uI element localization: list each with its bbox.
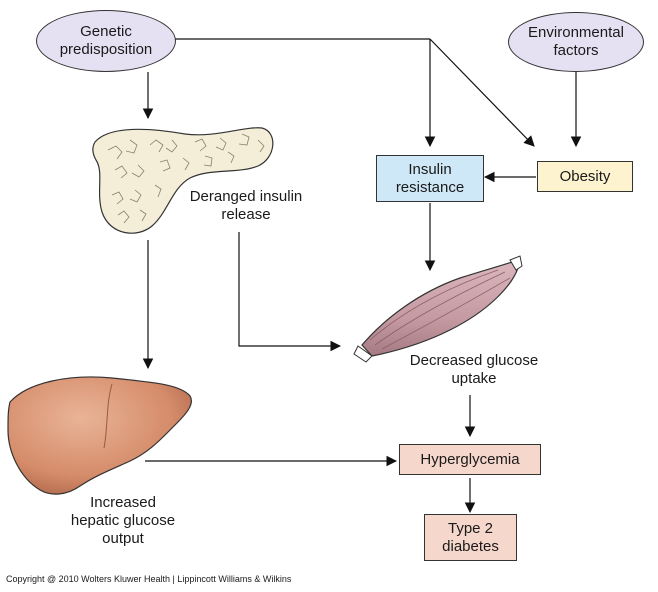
node-obesity: Obesity	[537, 161, 633, 192]
hepatic-line-3: output	[102, 530, 144, 547]
label-decreased-glucose-uptake: Decreased glucose uptake	[394, 352, 554, 388]
node-environmental-factors: Environmental factors	[508, 12, 644, 72]
deranged-line-1: Deranged insulin	[189, 188, 303, 205]
decreased-line-1: Decreased glucose	[409, 352, 539, 369]
hyperglycemia-label: Hyperglycemia	[420, 450, 520, 468]
arrow-release-to-muscle	[238, 232, 342, 352]
deranged-line-2: release	[221, 206, 271, 223]
node-type-2-diabetes: Type 2 diabetes	[424, 514, 517, 561]
decreased-line-2: uptake	[451, 370, 497, 387]
label-deranged-insulin-release: Deranged insulin release	[176, 188, 316, 224]
environmental-line-2: factors	[553, 42, 599, 59]
muscle-illustration	[353, 255, 523, 363]
type2-line-2: diabetes	[442, 537, 499, 555]
arrow-genetic-to-obesity	[429, 38, 535, 147]
hepatic-line-1: Increased	[90, 494, 156, 511]
type2-line-1: Type 2	[447, 519, 494, 537]
pancreas-illustration	[92, 127, 274, 234]
connectors	[142, 38, 582, 514]
node-genetic-predisposition: Genetic predisposition	[36, 10, 176, 72]
node-hyperglycemia: Hyperglycemia	[399, 444, 541, 475]
liver-illustration	[7, 376, 192, 495]
hepatic-line-2: hepatic glucose	[70, 512, 176, 529]
genetic-line-1: Genetic	[80, 23, 132, 40]
obesity-label: Obesity	[559, 167, 611, 185]
node-insulin-resistance: Insulin resistance	[376, 155, 484, 202]
label-increased-hepatic-glucose-output: Increased hepatic glucose output	[58, 494, 188, 548]
insulin-resistance-line-2: resistance	[395, 178, 465, 196]
copyright-notice: Copyright @ 2010 Wolters Kluwer Health |…	[6, 574, 292, 584]
insulin-resistance-line-1: Insulin	[408, 160, 452, 178]
environmental-line-1: Environmental	[528, 24, 624, 41]
genetic-line-2: predisposition	[59, 41, 153, 58]
